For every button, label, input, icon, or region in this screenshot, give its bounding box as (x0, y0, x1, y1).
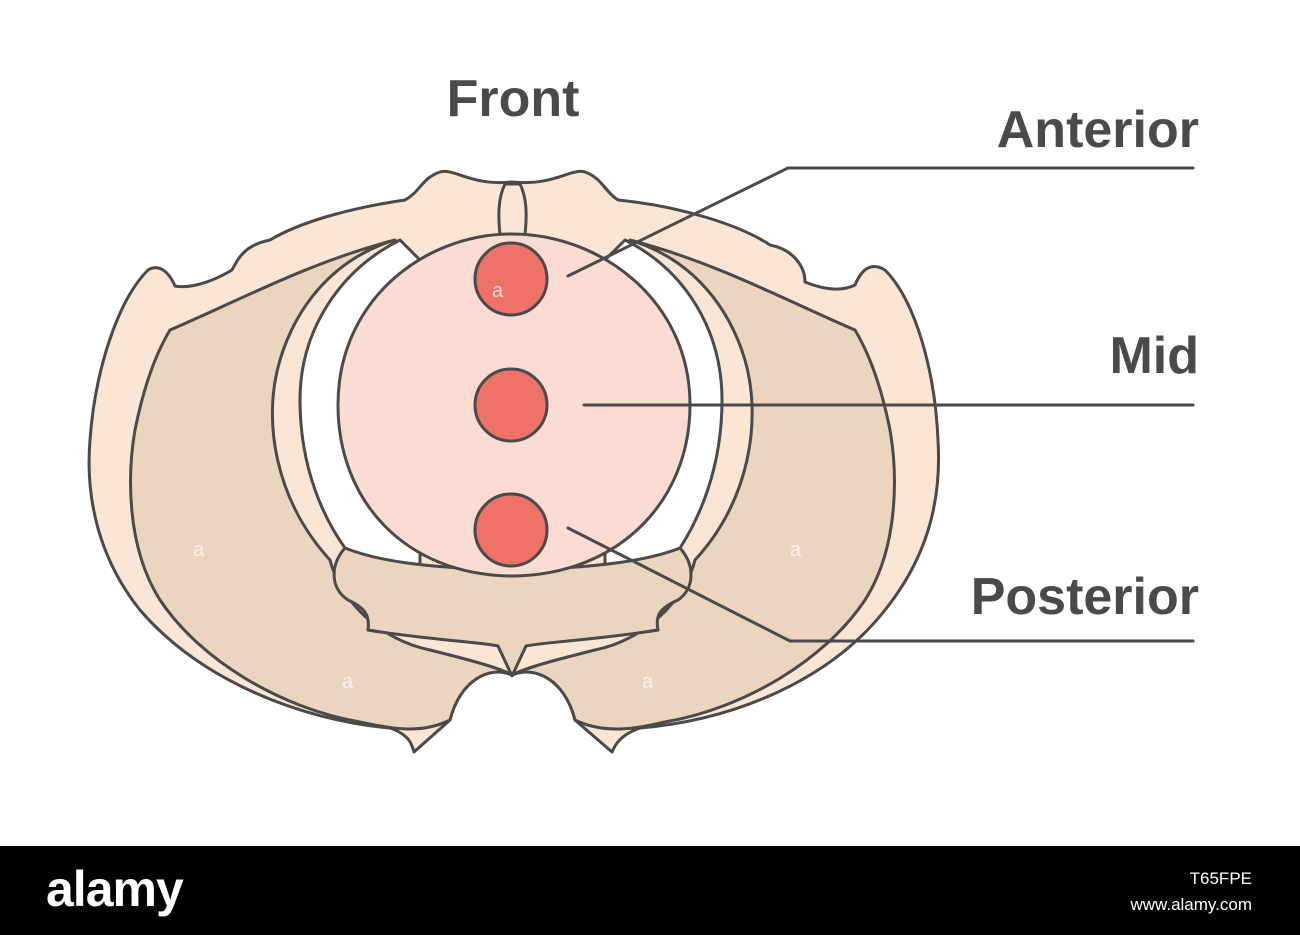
site-url-text: www.alamy.com (1130, 895, 1252, 914)
stock-footer-bar: alamy T65FPE www.alamy.com (0, 846, 1300, 935)
anterior-leader-line (566, 166, 1195, 278)
anterior-station-dot (473, 241, 549, 317)
watermark-mark: a (492, 280, 504, 302)
posterior-station-dot (473, 492, 549, 568)
sacral-notch (366, 628, 660, 678)
front-label: Front (447, 70, 580, 128)
left-ilium (129, 238, 514, 731)
watermark-mark: a (342, 671, 354, 693)
watermark-mark: a (193, 539, 205, 561)
pubic-symphysis (497, 182, 528, 237)
pelvic-inlet-diagram: a a a a a Front Anterior Mid Posterior (87, 70, 1199, 754)
anterior-label: Anterior (997, 101, 1199, 159)
right-ilium (510, 238, 896, 731)
watermark-mark: a (790, 539, 802, 561)
alamy-logo: alamy (46, 861, 184, 917)
posterior-label: Posterior (971, 568, 1199, 626)
posterior-leader-line (566, 526, 1195, 643)
image-id-text: T65FPE (1189, 869, 1252, 888)
mid-label: Mid (1109, 327, 1199, 385)
mid-station-dot (473, 367, 549, 443)
watermark-mark: a (642, 671, 654, 693)
